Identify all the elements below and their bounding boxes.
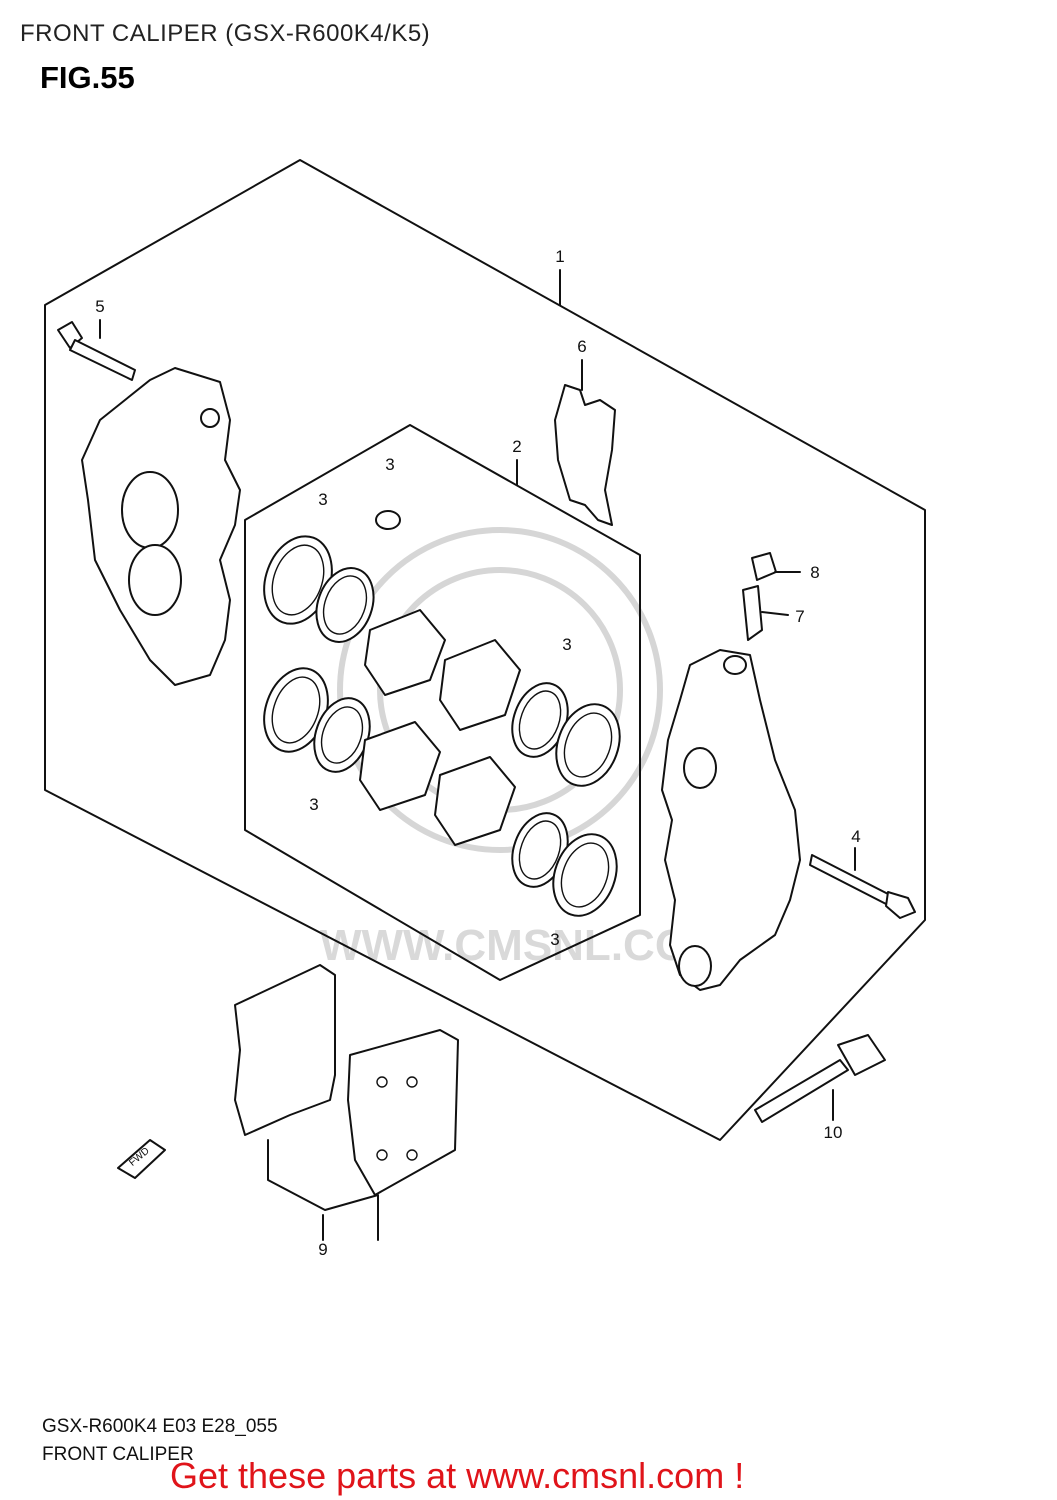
brake-pad-set xyxy=(234,964,459,1241)
piston xyxy=(439,639,521,731)
watermark-text: WWW.CMSNL.COM xyxy=(320,921,726,970)
seal-ring xyxy=(315,567,375,643)
right-mount-hole-upper xyxy=(683,747,717,789)
model-code: GSX-R600K4 E03 E28_055 xyxy=(42,1416,278,1437)
callout-10: 10 xyxy=(824,1123,843,1142)
piston-seal-kit-outline xyxy=(244,424,641,981)
washer xyxy=(375,510,401,530)
bleeder-valve xyxy=(742,585,763,641)
arrow-icon xyxy=(117,1139,166,1179)
seal-ring-inner xyxy=(560,842,610,908)
left-piston-bore-lower xyxy=(128,544,182,616)
callout-7: 7 xyxy=(795,607,804,626)
left-caliper-half xyxy=(81,367,241,686)
bleeder-cap xyxy=(751,552,777,581)
callout-3: 3 xyxy=(318,490,327,509)
callout-3: 3 xyxy=(550,930,559,949)
seal-ring-inner xyxy=(518,690,562,750)
callout-1: 1 xyxy=(555,247,564,266)
callout-4: 4 xyxy=(851,827,860,846)
pad-spring xyxy=(554,384,616,526)
right-caliper-body xyxy=(661,649,801,991)
figure-label: FIG.55 xyxy=(40,60,135,95)
callout-2: 2 xyxy=(512,437,521,456)
seal-ring-inner xyxy=(271,676,321,744)
brake-pad-inner xyxy=(347,1029,459,1196)
callout-9: 9 xyxy=(318,1240,327,1259)
pad-hole xyxy=(376,1149,388,1161)
right-caliper-half xyxy=(661,649,801,991)
mounting-bolt-shank xyxy=(754,1059,849,1123)
callout-3: 3 xyxy=(309,795,318,814)
seal-ring-inner xyxy=(271,544,325,616)
pad-set-bracket xyxy=(267,1139,379,1241)
piston xyxy=(434,756,516,846)
lower-seal-row xyxy=(263,667,618,917)
pad-pin-head xyxy=(885,891,916,919)
seal-ring-inner xyxy=(563,712,613,778)
callout-labels: 1 2 3 3 3 3 3 4 5 6 7 8 9 10 xyxy=(95,247,860,1259)
brake-pad-outer xyxy=(234,964,336,1136)
pad-hole xyxy=(376,1076,388,1088)
callout-8: 8 xyxy=(810,563,819,582)
right-bleed-boss xyxy=(723,655,747,675)
seal-ring xyxy=(552,833,618,917)
page-title: FRONT CALIPER (GSX-R600K4/K5) xyxy=(20,20,431,47)
parts-link-banner[interactable]: Get these parts at www.cmsnl.com ! xyxy=(170,1455,745,1496)
watermark-ring xyxy=(337,527,663,853)
caliper-bolt-5 xyxy=(57,321,136,381)
right-mount-hole-lower xyxy=(678,945,712,987)
mounting-bolt-head xyxy=(837,1034,886,1076)
pad-pin xyxy=(809,854,891,906)
callout-3: 3 xyxy=(385,455,394,474)
callout-6: 6 xyxy=(577,337,586,356)
caliper-assembly-outline xyxy=(44,159,926,1141)
bolt-shank xyxy=(69,339,136,381)
seal-ring xyxy=(555,703,621,787)
piston xyxy=(359,721,441,811)
callout-5: 5 xyxy=(95,297,104,316)
callout-3: 3 xyxy=(562,635,571,654)
left-mount-hole xyxy=(200,408,220,428)
forward-direction-marker: FWD xyxy=(117,1139,166,1179)
pad-hole xyxy=(406,1076,418,1088)
section-name: FRONT CALIPER xyxy=(42,1444,194,1465)
left-piston-bore-upper xyxy=(121,471,179,549)
piston xyxy=(364,609,446,696)
upper-seal-row xyxy=(263,535,621,787)
leader-lines xyxy=(99,269,856,1241)
seal-ring-inner xyxy=(322,575,368,635)
seal-ring-inner xyxy=(320,706,364,764)
pad-hole xyxy=(406,1149,418,1161)
seal-ring-inner xyxy=(518,820,562,880)
